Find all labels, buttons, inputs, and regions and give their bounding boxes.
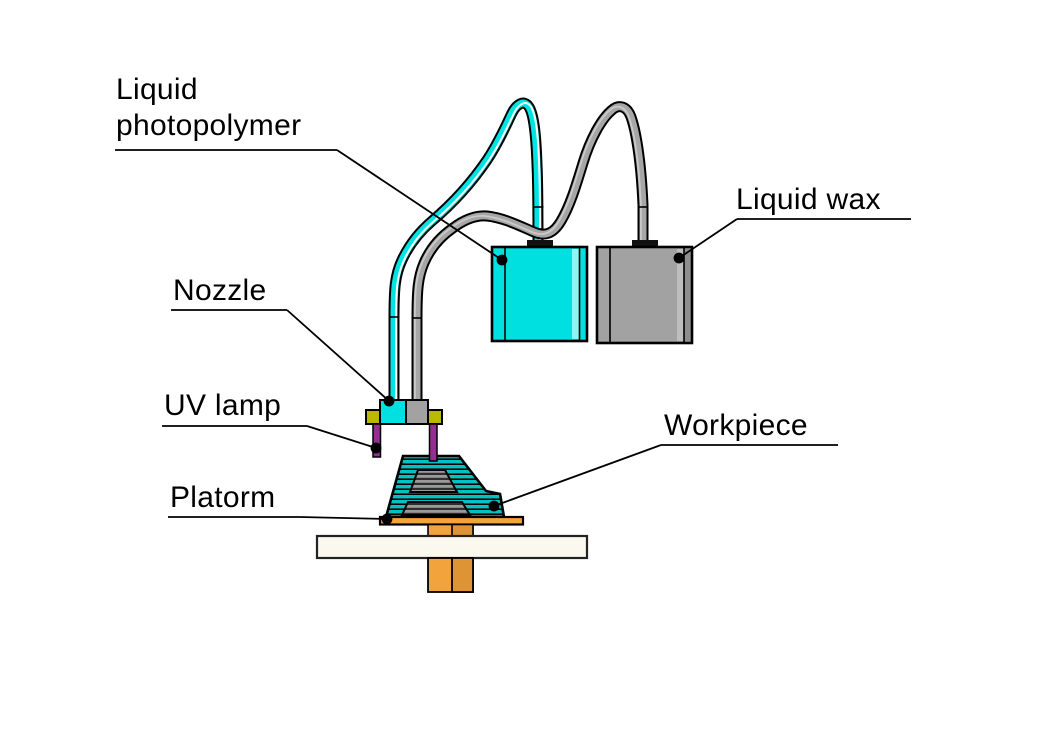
platform-column: [427, 557, 474, 593]
lamp-mount-right: [427, 409, 443, 425]
leader-wax: [673, 218, 911, 264]
leader-uv-lamp: [162, 425, 382, 454]
label-nozzle: Nozzle: [173, 274, 267, 307]
uv-lamps: [372, 423, 438, 462]
machine-table: [315, 534, 589, 560]
uv-lamp-right: [428, 423, 438, 462]
wax-support-upper: [408, 469, 459, 493]
label-photopolymer-line1: Liquid: [116, 73, 198, 106]
lamp-mount-left: [365, 409, 381, 425]
label-wax: Liquid wax: [736, 183, 881, 216]
uv-lamp-left: [372, 423, 382, 458]
label-workpiece: Workpiece: [664, 409, 808, 442]
label-uv-lamp: UV lamp: [164, 389, 282, 422]
photopolymer-tank: [490, 240, 589, 343]
wax-support-lower: [400, 501, 472, 516]
leader-platform: [168, 513, 393, 525]
leader-nozzle: [171, 309, 395, 407]
wax-tank: [595, 240, 694, 345]
label-photopolymer: Liquid photopolymer: [116, 72, 301, 144]
label-photopolymer-line2: photopolymer: [116, 109, 302, 142]
build-platform: [378, 515, 525, 537]
tube-flange: [632, 240, 658, 248]
leader-photopolymer: [115, 149, 508, 266]
tube-flange: [527, 240, 553, 248]
nozzle-wax-block: [405, 399, 429, 425]
wax-supply-tube: [411, 101, 649, 402]
nozzle-head: [365, 399, 443, 425]
workpiece: [384, 454, 506, 519]
leader-workpiece: [488, 444, 838, 512]
photopolymer-supply-tube: [388, 97, 544, 402]
leader-lines: [115, 149, 911, 525]
label-platform: Platorm: [170, 481, 276, 514]
